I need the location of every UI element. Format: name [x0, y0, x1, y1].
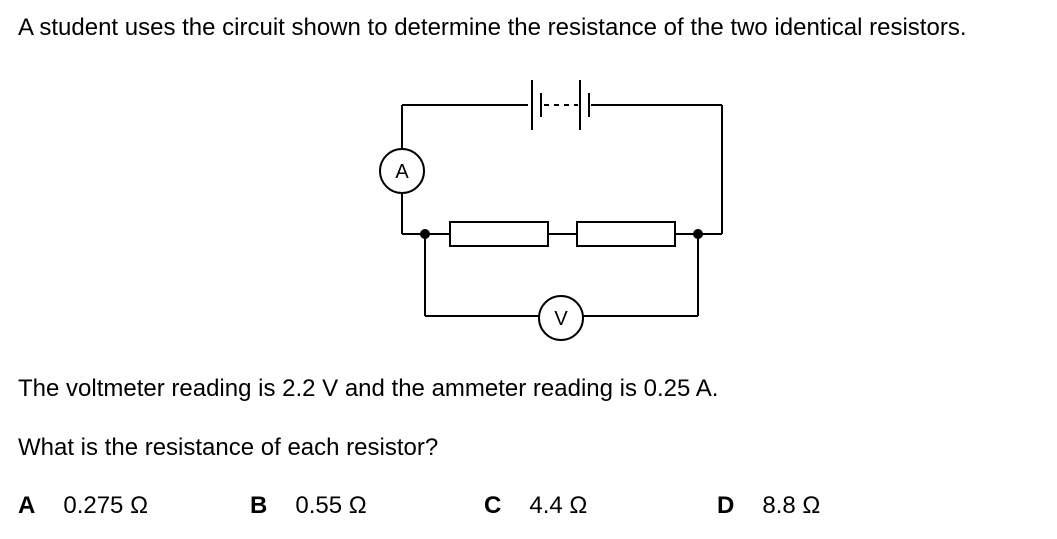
option-letter: B	[250, 492, 268, 519]
option-letter: C	[484, 492, 502, 519]
ammeter-label: A	[395, 161, 409, 183]
voltmeter	[538, 295, 584, 341]
voltmeter-label: V	[554, 308, 568, 330]
option-letter: A	[18, 492, 36, 519]
resistor-1	[449, 221, 549, 247]
question-prompt: What is the resistance of each resistor?	[18, 434, 439, 461]
answer-option-b[interactable]: B 0.55 Ω	[250, 494, 367, 518]
answer-option-d[interactable]: D 8.8 Ω	[717, 494, 820, 518]
option-value: 0.275 Ω	[63, 492, 149, 519]
resistor-2	[576, 221, 676, 247]
question-intro: A student uses the circuit shown to dete…	[18, 14, 967, 41]
option-value: 4.4 Ω	[529, 492, 588, 519]
answer-option-c[interactable]: C 4.4 Ω	[484, 494, 587, 518]
readings-statement: The voltmeter reading is 2.2 V and the a…	[18, 375, 719, 402]
option-value: 8.8 Ω	[762, 492, 821, 519]
junction-right	[693, 229, 703, 239]
option-value: 0.55 Ω	[295, 492, 367, 519]
option-letter: D	[717, 492, 735, 519]
answer-option-a[interactable]: A 0.275 Ω	[18, 494, 148, 518]
junction-left	[420, 229, 430, 239]
